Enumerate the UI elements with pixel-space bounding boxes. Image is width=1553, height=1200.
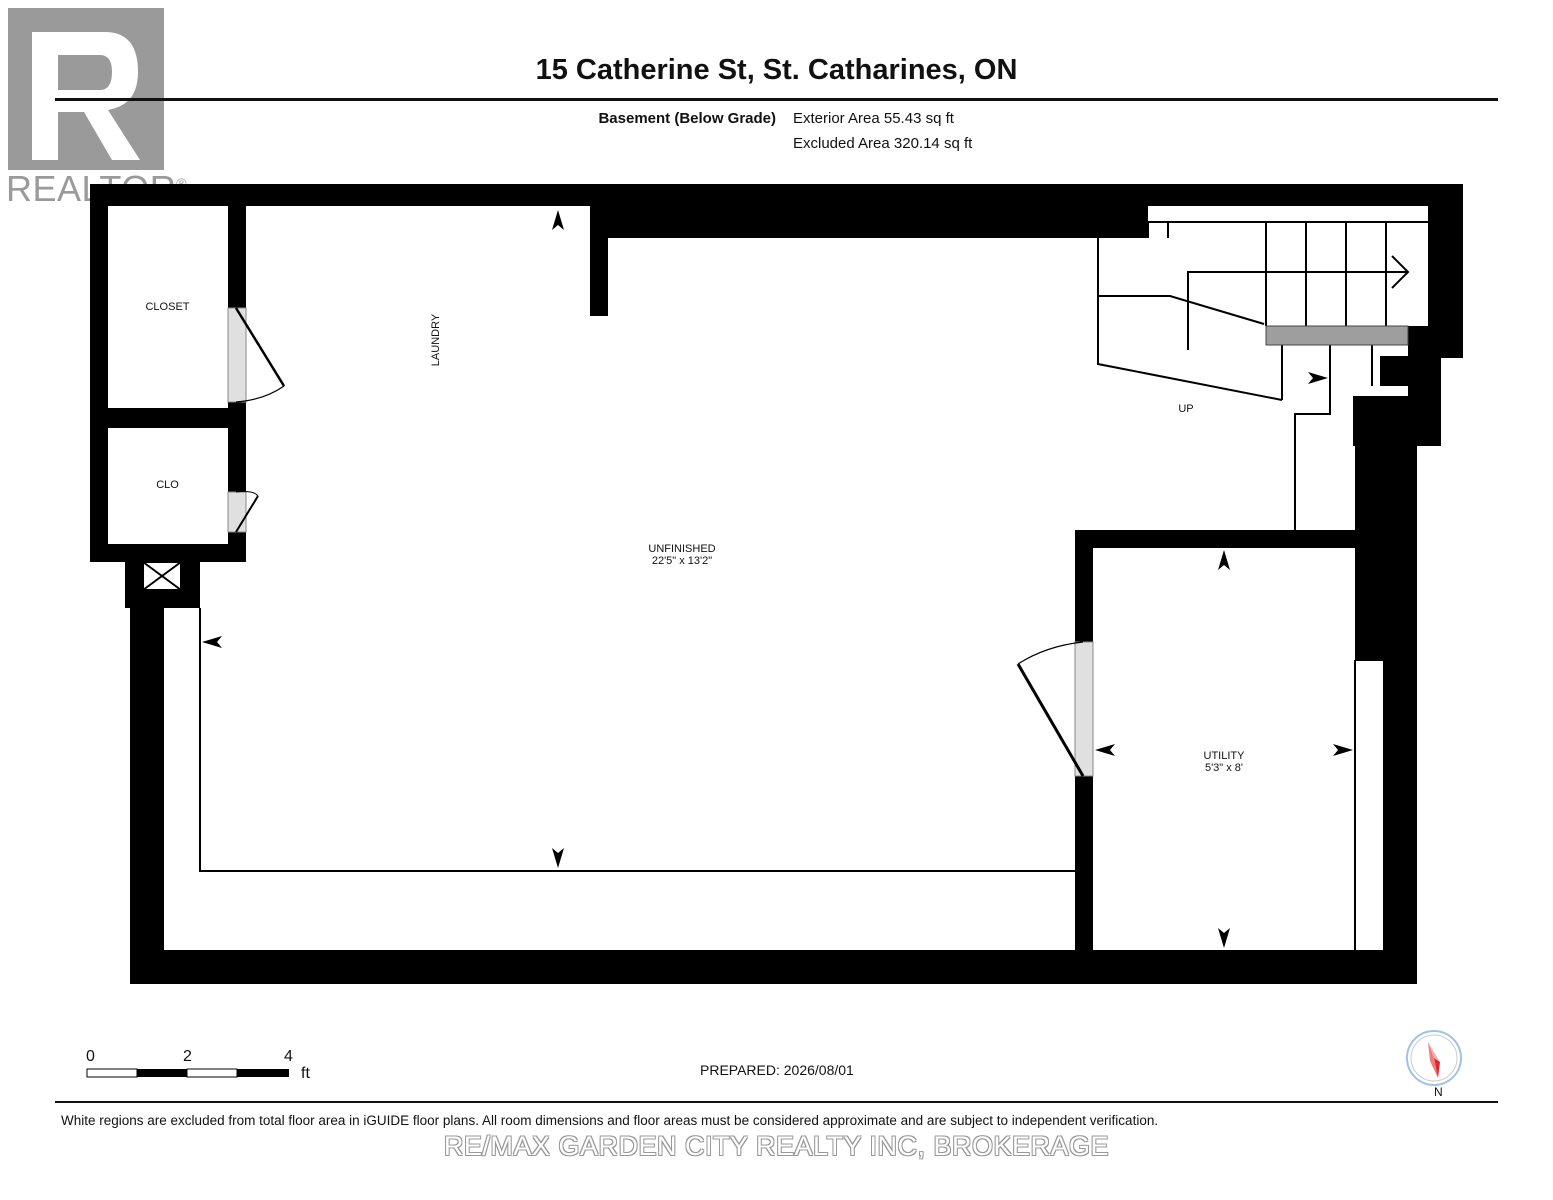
stairs-up-label: UP	[1178, 403, 1194, 415]
compass-north-label: N	[1434, 1085, 1443, 1099]
disclaimer-text: White regions are excluded from total fl…	[61, 1113, 1159, 1128]
unfinished-name: UNFINISHED	[648, 543, 716, 555]
excluded-area: Excluded Area 320.14 sq ft	[793, 135, 973, 152]
room-label-laundry: LAUNDRY	[430, 313, 442, 367]
dimension-arrows	[202, 210, 1353, 948]
level-label: Basement (Below Grade)	[598, 110, 776, 127]
door-openings	[227, 307, 1094, 777]
utility-name: UTILITY	[1203, 750, 1245, 762]
room-label-unfinished: UNFINISHED 22'5" x 13'2"	[612, 543, 752, 567]
exterior-area: Exterior Area 55.43 sq ft	[793, 110, 954, 127]
scale-tick-2: 2	[183, 1048, 192, 1065]
scale-tick-0: 0	[86, 1048, 95, 1065]
door-swings	[234, 307, 1085, 777]
realtor-logo	[8, 8, 164, 170]
walls	[90, 184, 1463, 984]
header-rule	[55, 98, 1498, 101]
compass-icon	[1406, 1030, 1462, 1086]
room-label-closet: CLOSET	[145, 301, 190, 313]
flue-symbol	[142, 561, 182, 591]
room-label-clo: CLO	[156, 479, 179, 491]
prepared-date: PREPARED: 2026/08/01	[700, 1062, 854, 1078]
stair-landing	[1265, 325, 1409, 346]
scale-bar	[86, 1068, 289, 1078]
brokerage-watermark: RE/MAX GARDEN CITY REALTY INC, BROKERAGE	[443, 1131, 1110, 1161]
scale-unit: ft	[301, 1065, 310, 1082]
plan-lines	[199, 221, 1428, 950]
page-title: 15 Catherine St, St. Catharines, ON	[535, 54, 1018, 86]
room-label-utility: UTILITY 5'3" x 8'	[1174, 750, 1274, 774]
scale-tick-4: 4	[284, 1048, 293, 1065]
utility-dimensions: 5'3" x 8'	[1204, 762, 1244, 774]
footer-rule	[55, 1101, 1498, 1103]
unfinished-dimensions: 22'5" x 13'2"	[651, 555, 713, 567]
